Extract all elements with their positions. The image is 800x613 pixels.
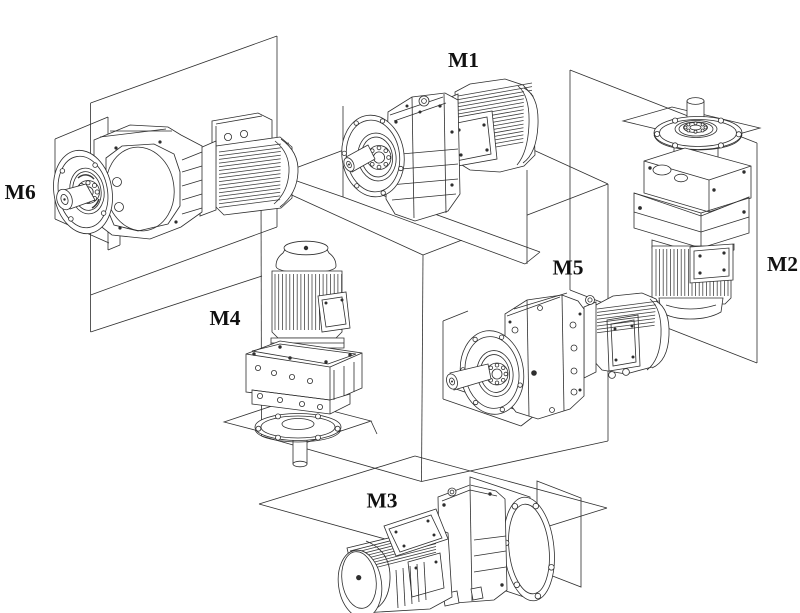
svg-text:M3: M3	[366, 489, 397, 513]
svg-text:M2: M2	[767, 252, 798, 276]
svg-text:M6: M6	[5, 180, 36, 204]
svg-text:M4: M4	[209, 306, 240, 330]
svg-text:M5: M5	[552, 256, 583, 280]
svg-text:M1: M1	[448, 48, 479, 72]
